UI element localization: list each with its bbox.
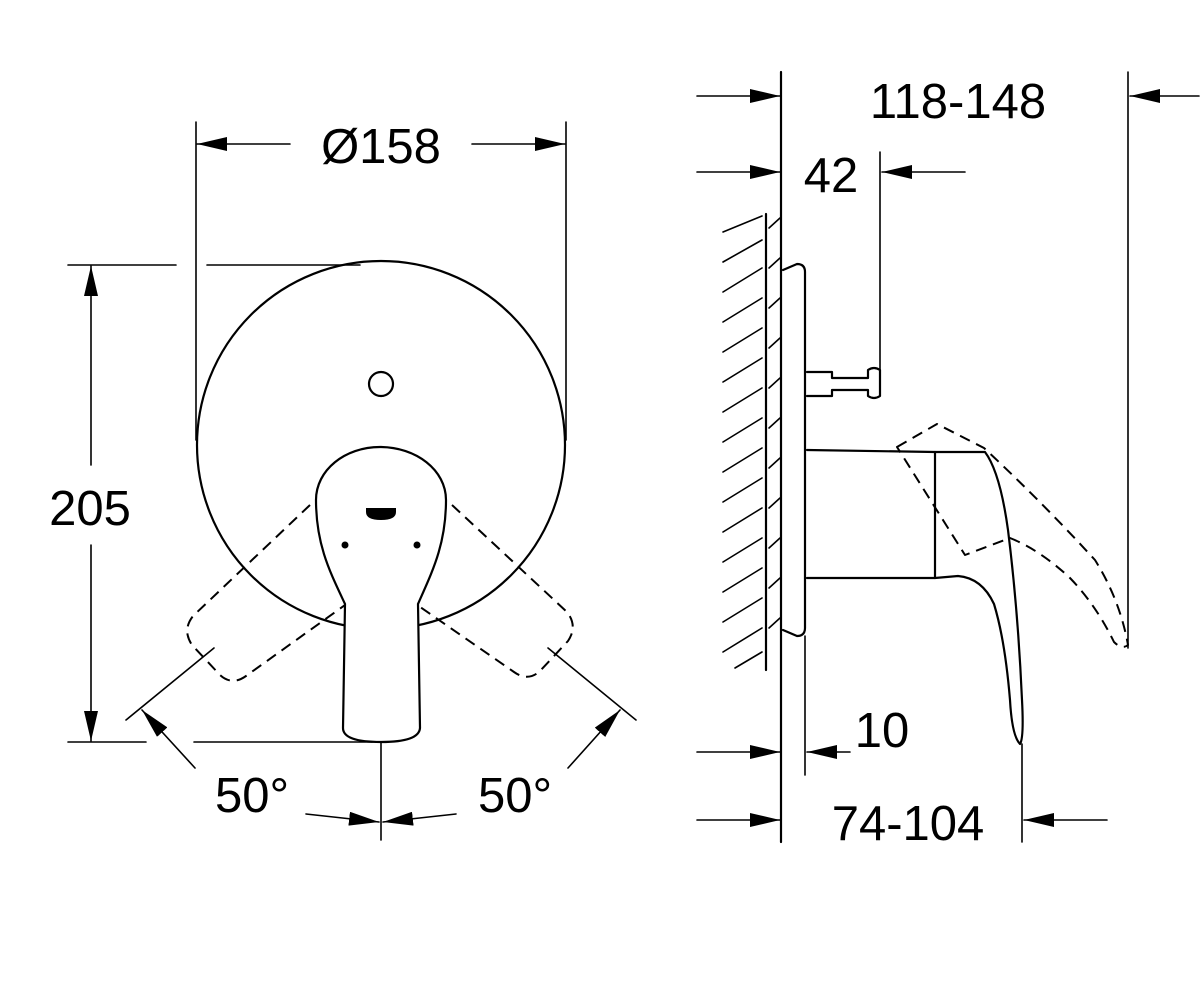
handle-rotated-right-dashed [409,504,574,678]
overall-depth-label: 118-148 [870,75,1046,129]
angle-ext-left [125,647,215,721]
handle-dot-right [413,541,421,549]
angle-right-label: 50° [478,769,552,823]
cover-plate-profile [781,262,807,638]
diameter-label: Ø158 [321,120,441,174]
angle-right-arrow-b [382,811,457,826]
angle-ext-right [547,647,637,721]
angle-left-label: 50° [215,769,289,823]
handle-depth-label: 74-104 [832,797,985,851]
button-depth-label: 42 [804,149,859,203]
handle-indicator [366,508,396,520]
lever-handle [314,445,448,744]
lever-side-profile [933,450,1024,746]
diverter-button [367,370,395,398]
angle-left-arrow-b [305,811,380,826]
diverter-knob-profile [805,366,882,400]
wall-section [722,212,781,672]
height-label: 205 [49,482,131,536]
front-view: Ø158 205 50° 50° [49,120,637,841]
angle-right-arrow-a [567,709,621,769]
side-view: 118-148 42 10 74-104 [696,70,1200,851]
lever-rotated-dashed [896,423,1129,648]
handle-rotated-left-dashed [186,504,353,682]
handle-body-profile [805,448,937,580]
handle-dot-left [341,541,349,549]
angle-left-arrow-a [141,709,196,769]
plate-thickness-label: 10 [855,704,910,758]
